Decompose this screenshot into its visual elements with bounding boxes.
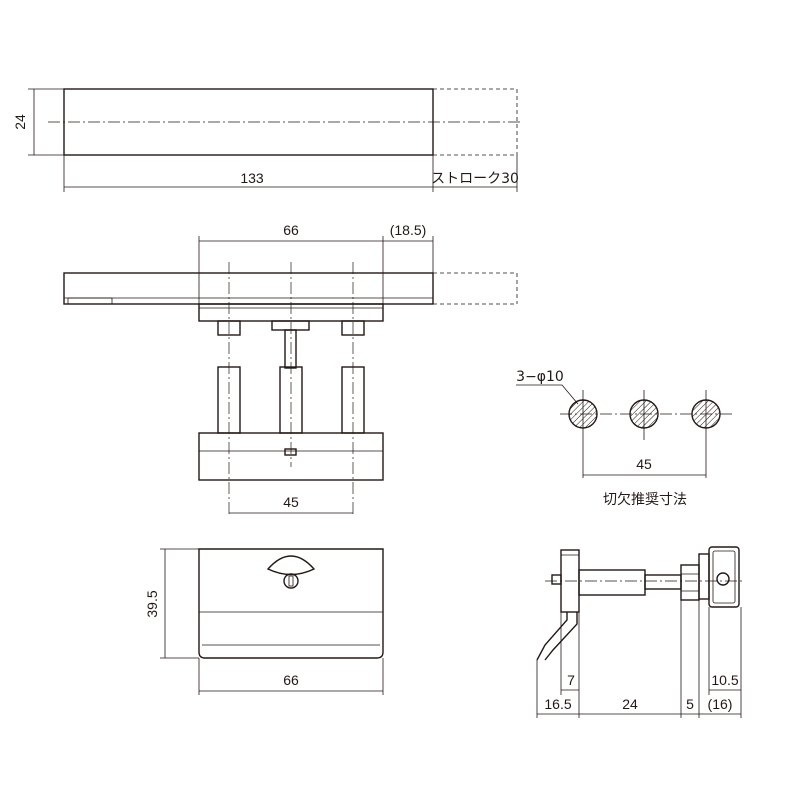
keyhole-icon [283, 573, 299, 589]
key-handle [708, 546, 740, 608]
dim-label-45: 45 [283, 494, 299, 510]
dim-label-16: (16) [708, 696, 733, 712]
dim-label-133: 133 [240, 170, 264, 186]
dim-label-cut-45: 45 [636, 456, 652, 472]
nut-right [341, 320, 365, 336]
tee-bar [271, 320, 310, 331]
dim-label-side-24: 24 [622, 696, 638, 712]
side-shaft [578, 569, 646, 596]
side-view: 7 10.5 16.5 24 5 (16) [536, 546, 742, 718]
dim-label-24: 24 [12, 114, 28, 130]
tee-stem [284, 329, 297, 369]
key-handle-inner [712, 550, 736, 604]
hole-spec-label: 3−φ10 [516, 369, 564, 385]
dim-label-39-5: 39.5 [144, 590, 160, 617]
base-block [198, 432, 384, 481]
key-cover [266, 555, 316, 576]
key-shank [698, 553, 710, 600]
bent-tab [536, 612, 568, 661]
hole-spec-leader [516, 384, 579, 405]
dim-label-16-5: 16.5 [544, 696, 571, 712]
side-rod [644, 574, 682, 590]
side-screw-head [551, 574, 562, 585]
side-section-view: 66 (18.5) 45 [63, 222, 518, 515]
dim-label-66: 66 [283, 222, 299, 238]
base-slot [284, 448, 297, 456]
dim-label-front-66: 66 [283, 672, 299, 688]
dim-label-5: 5 [686, 696, 694, 712]
slide-plate-tab [67, 297, 113, 305]
front-body [198, 548, 384, 659]
top-view: 24 133 ストローク30 [12, 88, 522, 192]
key-icon [716, 572, 730, 586]
dim-label-18-5: (18.5) [390, 222, 427, 238]
nut-left [217, 320, 241, 336]
cutout-detail: 3−φ10 45 切欠推奨寸法 [516, 369, 732, 508]
front-view: 39.5 66 [144, 548, 384, 695]
cutout-title: 切欠推奨寸法 [603, 492, 687, 508]
dim-label-stroke: ストローク30 [431, 171, 519, 187]
slide-plate [63, 272, 434, 305]
side-nut [680, 564, 700, 601]
keyhole-slot [288, 575, 294, 587]
dim-label-7: 7 [567, 672, 575, 688]
dim-label-10-5: 10.5 [711, 672, 738, 688]
bent-tab-inner [544, 612, 578, 661]
